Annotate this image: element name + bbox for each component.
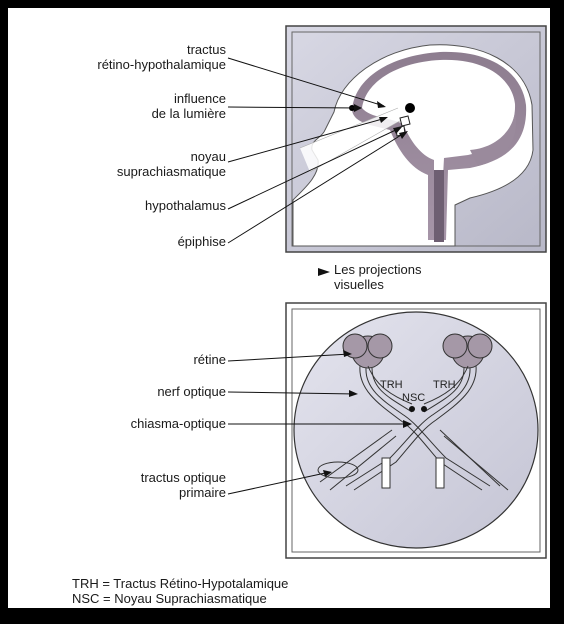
label-nerf-optique: nerf optique: [60, 384, 226, 399]
trh-left-label: TRH: [380, 379, 403, 391]
label-chiasma: chiasma-optique: [60, 416, 226, 431]
tract-box-left: [382, 458, 390, 488]
epiphise-mark: [405, 103, 415, 113]
label-tractus-optique: tractus optique primaire: [60, 470, 226, 500]
caption: Les projections visuelles: [334, 262, 514, 292]
hypothalamus-mark: [400, 116, 410, 126]
label-influence: influence de la lumière: [60, 91, 226, 121]
spinal-cord: [434, 170, 444, 242]
label-epiphise: épiphise: [60, 234, 226, 249]
nsc-label: NSC: [402, 392, 425, 404]
label-retine: rétine: [60, 352, 226, 367]
legend-trh: TRH = Tractus Rétino-Hypotalamique: [72, 576, 288, 591]
label-noyau: noyau suprachiasmatique: [60, 149, 226, 179]
tract-box-right: [436, 458, 444, 488]
caption-arrow: [318, 268, 330, 276]
trh-right-label: TRH: [433, 379, 456, 391]
label-tractus: tractus rétino-hypothalamique: [60, 42, 226, 72]
legend-nsc: NSC = Noyau Suprachiasmatique: [72, 591, 267, 606]
label-hypothalamus: hypothalamus: [60, 198, 226, 213]
